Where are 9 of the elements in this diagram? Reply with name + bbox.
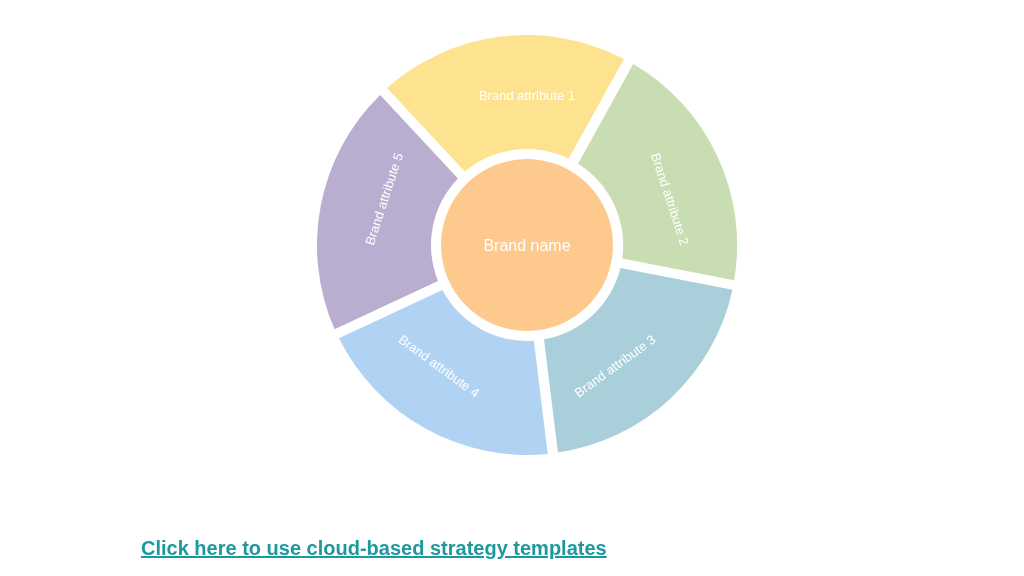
ring-segment (317, 94, 458, 330)
segment-label: Brand attribute 5 (362, 150, 407, 247)
segment-label: Brand attribute 1 (478, 87, 576, 103)
segment-label: Brand attribute 2 (647, 150, 692, 247)
circle-label: Brand name (483, 235, 571, 255)
ring-segment (577, 63, 737, 281)
link: Click here to use cloud-based strategy templates (141, 537, 607, 560)
ring-segment (338, 290, 548, 455)
ring-segment (543, 268, 733, 453)
